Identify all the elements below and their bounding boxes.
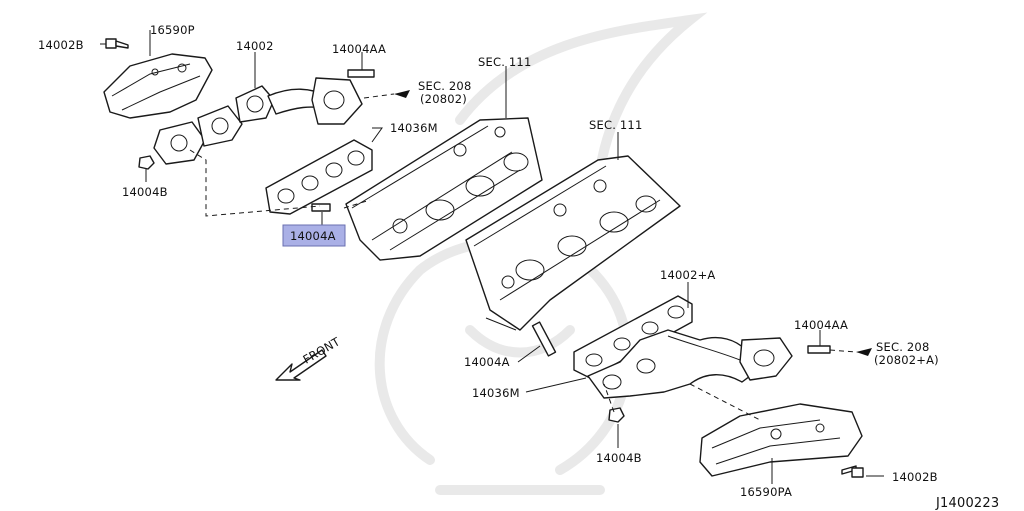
- nut-left: [138, 155, 155, 170]
- highlight-box: [282, 224, 346, 247]
- label-sec-left-sub: (20802): [420, 92, 467, 106]
- label-sec111-left: SEC. 111: [478, 55, 531, 69]
- sec-right-arrow-icon: [856, 348, 872, 356]
- leader-lines: [100, 30, 884, 484]
- label-manifold-left: 14002: [236, 39, 274, 53]
- label-sec-right: SEC. 208: [876, 340, 929, 354]
- nut-right: [608, 407, 625, 423]
- gasket-right: [573, 295, 693, 379]
- cylinder-head-left: [345, 117, 543, 261]
- stud-right: [531, 321, 557, 357]
- heat-shield-left: [103, 53, 213, 119]
- sec-left-arrow-icon: [394, 90, 410, 98]
- label-nut-right: 14004B: [596, 451, 642, 465]
- label-bolt-left: 14002B: [38, 38, 84, 52]
- label-sec111-right: SEC. 111: [589, 118, 642, 132]
- front-arrow-icon: [275, 349, 327, 381]
- exhaust-manifold-left: [153, 77, 363, 165]
- label-stud-left: 14004A: [290, 229, 336, 243]
- label-front: FRONT: [301, 334, 344, 367]
- label-gasket-right: 14036M: [472, 386, 520, 400]
- bolt-right: [841, 465, 864, 478]
- bolt-left: [105, 38, 129, 49]
- label-stud-right-top: 14004AA: [794, 318, 848, 332]
- label-shield-right: 16590PA: [740, 485, 792, 499]
- stud-right-top: [807, 345, 831, 354]
- cylinder-head-right: [465, 155, 681, 331]
- stud-left: [311, 203, 331, 212]
- stud-left-top: [347, 69, 375, 78]
- label-nut-left: 14004B: [122, 185, 168, 199]
- heat-shield-right: [699, 403, 863, 477]
- label-manifold-right: 14002+A: [660, 268, 716, 282]
- gasket-left: [265, 139, 373, 215]
- label-shield-left: 16590P: [150, 23, 195, 37]
- diagram-id: J1400223: [935, 496, 999, 511]
- label-sec-right-sub: (20802+A): [874, 353, 939, 367]
- label-gasket-left: 14036M: [390, 121, 438, 135]
- label-bolt-right: 14002B: [892, 470, 938, 484]
- label-stud-right: 14004A: [464, 355, 510, 369]
- label-sec-left: SEC. 208: [418, 79, 471, 93]
- label-stud-left-top: 14004AA: [332, 42, 386, 56]
